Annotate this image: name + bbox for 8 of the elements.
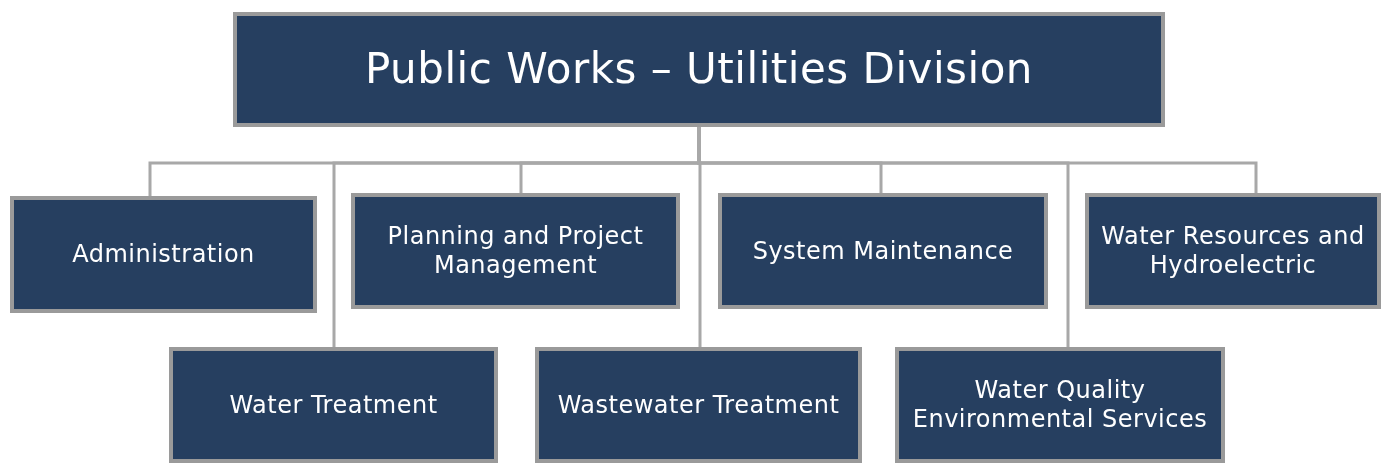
unit-box: Wastewater Treatment — [535, 347, 862, 463]
unit-box: Water Quality Environmental Services — [895, 347, 1225, 463]
unit-box: Water Resources and Hydroelectric — [1085, 193, 1381, 309]
division-box: Public Works – Utilities Division — [233, 12, 1165, 127]
unit-box: Water Treatment — [169, 347, 498, 463]
unit-box: Planning and Project Management — [351, 193, 680, 309]
unit-box: System Maintenance — [718, 193, 1048, 309]
unit-box: Administration — [10, 196, 317, 313]
